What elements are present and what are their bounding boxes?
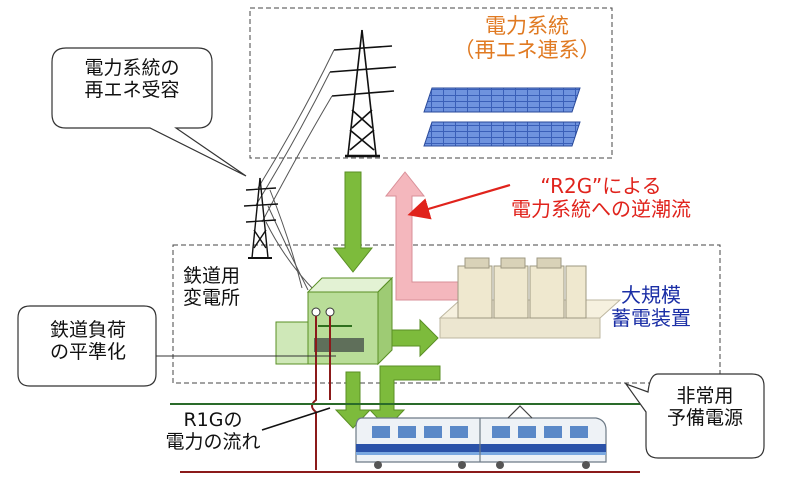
grid-to-substation-arrow xyxy=(332,171,374,273)
substation-label-line2: 変電所 xyxy=(183,286,241,309)
callout-leveling-line2: の平準化 xyxy=(49,340,126,363)
substation-label-line1: 鉄道用 xyxy=(183,265,241,287)
battery-label: 大規模 蓄電装置 xyxy=(603,284,699,330)
grid-region-box xyxy=(249,7,613,159)
grid-label-line1: 電力系統 xyxy=(485,14,569,38)
train-icon xyxy=(355,405,607,469)
r2g-pointer-arrow xyxy=(407,183,511,220)
r1g-label: R1Gの 電力の流れ xyxy=(164,409,262,454)
callout-leveling-line1: 鉄道負荷 xyxy=(49,319,126,341)
r2g-label-line1: “R2G”による xyxy=(540,174,662,198)
substation-building-icon xyxy=(275,276,394,366)
substation-to-battery-arrow xyxy=(391,318,439,358)
r2g-label: “R2G”による 電力系統への逆潮流 xyxy=(466,175,736,221)
callout-backup-line1: 非常用 xyxy=(676,385,734,407)
callout-backup-line2: 予備電源 xyxy=(666,406,743,429)
battery-storage-icon xyxy=(438,257,622,339)
callout-backup-text: 非常用 予備電源 xyxy=(653,385,757,430)
battery-label-line1: 大規模 xyxy=(621,283,681,307)
r1g-label-line1: R1Gの xyxy=(183,409,243,431)
transmission-tower-small-icon xyxy=(243,177,279,259)
transmission-tower-large-icon xyxy=(329,29,397,158)
callout-renewable-line2: 再エネ受容 xyxy=(84,78,180,101)
battery-label-line2: 蓄電装置 xyxy=(611,306,691,330)
reverse-flow-arrow-shape xyxy=(384,171,471,301)
callout-bubble-backup xyxy=(624,373,765,459)
callout-renewable-line1: 電力系統の xyxy=(84,57,180,79)
solar-panel-icon xyxy=(423,87,581,147)
r1g-label-line2: 電力の流れ xyxy=(165,430,261,453)
grid-label-line2: （再エネ連系） xyxy=(453,38,601,63)
callout-leveling-text: 鉄道負荷 の平準化 xyxy=(24,319,152,364)
callout-renewable-text: 電力系統の 再エネ受容 xyxy=(56,57,208,102)
transmission-wires xyxy=(255,49,335,293)
grid-label: 電力系統 （再エネ連系） xyxy=(432,14,622,62)
station-region-box xyxy=(172,244,721,384)
substation-label: 鉄道用 変電所 xyxy=(183,265,241,310)
r2g-label-line2: 電力系統への逆潮流 xyxy=(511,197,691,221)
callout-bubble-renewable xyxy=(51,47,247,177)
callout-bubble-leveling xyxy=(17,305,157,387)
r1g-pointer xyxy=(261,407,331,431)
